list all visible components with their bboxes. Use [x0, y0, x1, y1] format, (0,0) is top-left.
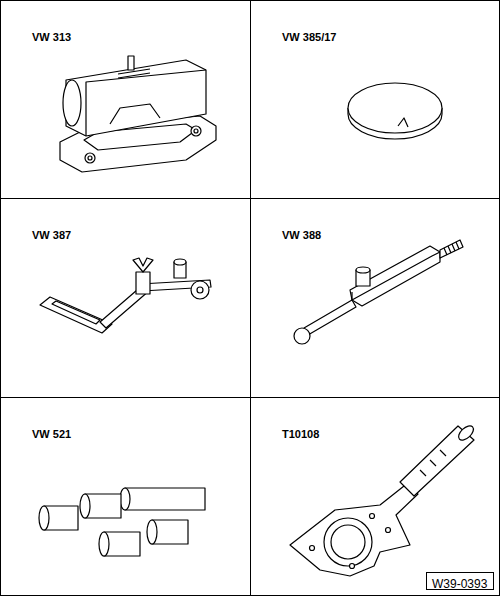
tool-number: VW 385/17 — [281, 31, 337, 43]
tool-cell: VW 385/17 — [250, 0, 500, 199]
gauge-bar — [294, 240, 463, 344]
tool-cell: VW 521 — [0, 397, 251, 596]
tool-cell: VW 388 — [250, 198, 500, 398]
tool-cell: VW 313 — [0, 0, 251, 199]
vise-holder — [60, 56, 216, 172]
disc — [348, 83, 442, 139]
tool-number: VW 313 — [31, 31, 72, 43]
tool-number: VW 387 — [31, 229, 72, 241]
adapter-set — [39, 488, 205, 556]
holding-plate — [290, 423, 476, 576]
gauge-bracket — [40, 258, 211, 333]
tool-number: T10108 — [281, 428, 320, 440]
tool-cell: VW 387 — [0, 198, 251, 398]
tool-cell: T10108W39-0393 — [250, 397, 500, 596]
tool-number: VW 388 — [281, 229, 322, 241]
figure-number: W39-0393 — [432, 577, 487, 591]
tool-number: VW 521 — [31, 428, 72, 440]
figure-number-box: W39-0393 — [426, 572, 494, 590]
